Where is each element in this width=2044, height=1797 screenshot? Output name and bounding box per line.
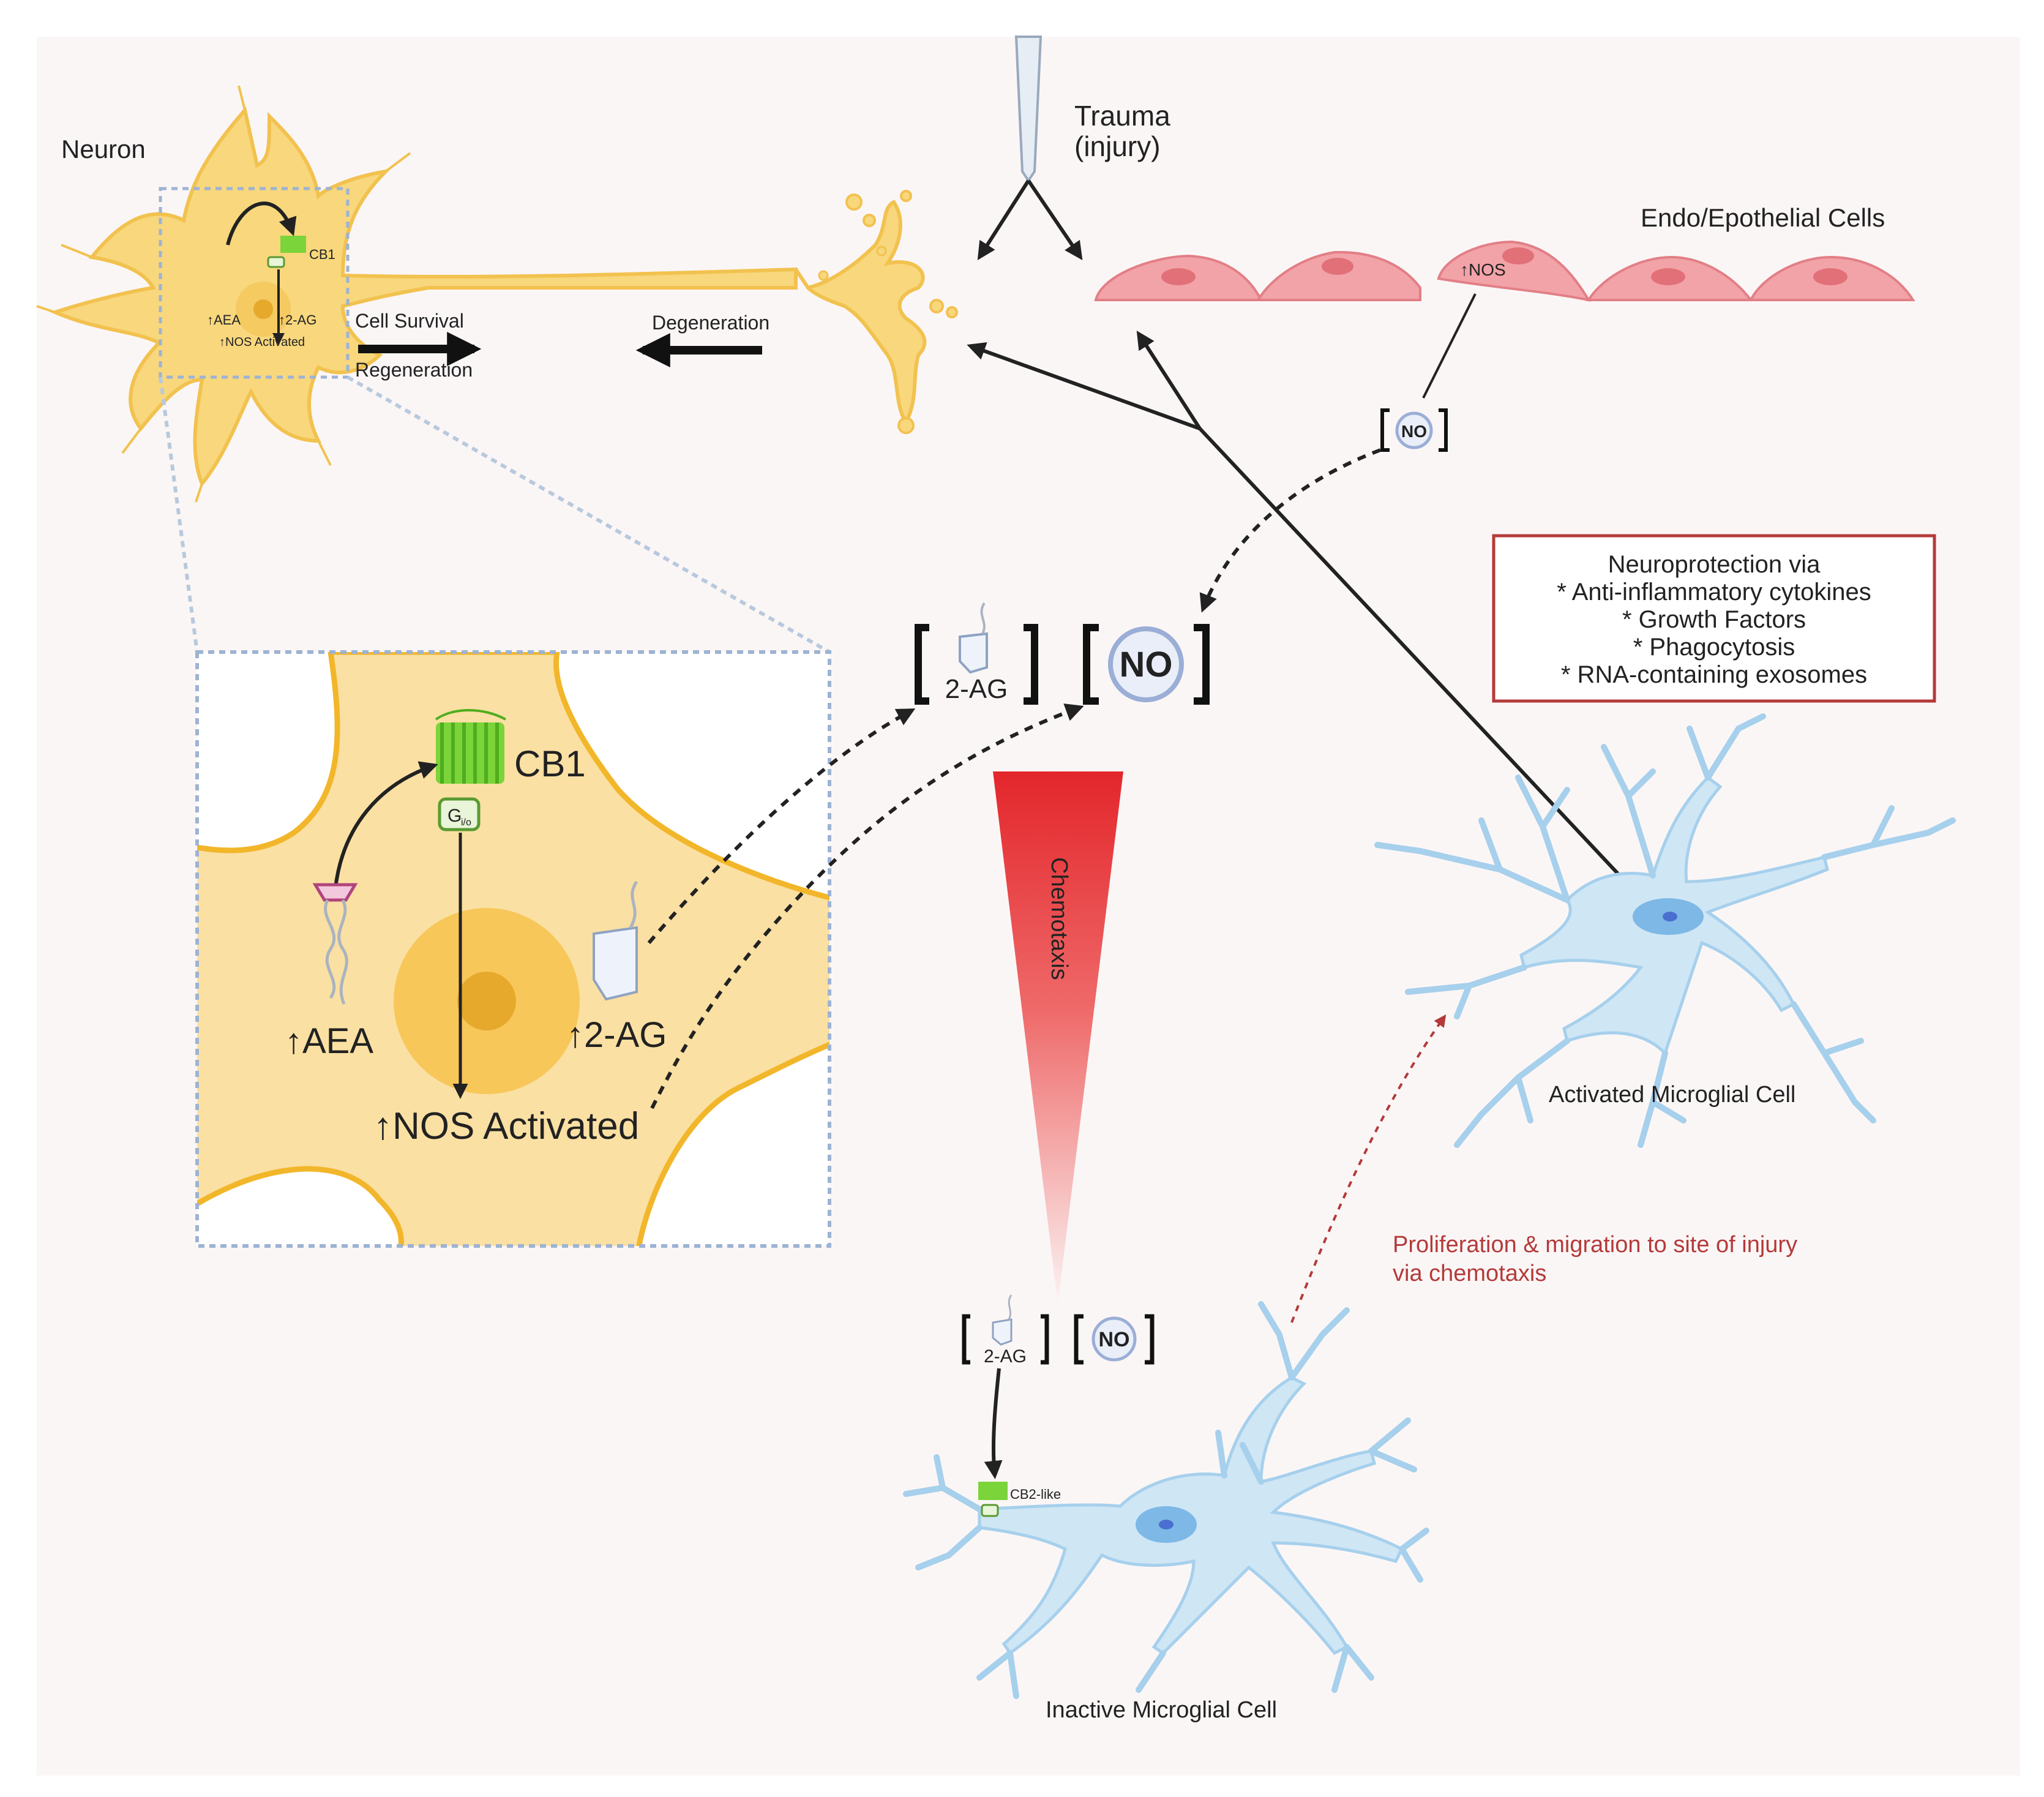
trauma-arrow-right [1027, 179, 1083, 260]
no-small-dashed-arrow [1199, 448, 1382, 613]
neuroprotection-item: * Anti-inflammatory cytokines [1557, 579, 1871, 606]
proliferation-label: Proliferation & migration to site of inj… [1393, 1232, 1797, 1258]
endothelial-cells [1094, 240, 1915, 302]
two-ag-to-cb2-arrow [984, 1368, 1003, 1479]
trauma-needle [1014, 36, 1043, 183]
degeneration-label: Degeneration [652, 312, 769, 334]
neuroprotection-box [1492, 534, 1936, 703]
inactive-microglia-label: Inactive Microglial Cell [1046, 1697, 1277, 1723]
no-small-bracket [1380, 408, 1448, 452]
chemotaxis-label: Chemotaxis [1046, 857, 1072, 980]
activated-arrow-to-endo [1136, 330, 1202, 430]
inset-small-box [159, 187, 350, 379]
no-large-bracket [1083, 624, 1210, 705]
two-ag-bottom-label: 2-AG [984, 1346, 1027, 1367]
activated-arrow-to-neuron [967, 342, 1201, 430]
cb1-receptor-big [435, 709, 506, 784]
neuron-label: Neuron [61, 135, 146, 163]
two-ag-dashed-arrow [647, 708, 916, 944]
aea-molecule [312, 883, 358, 1005]
neuroprotection-item: * Phagocytosis [1633, 634, 1795, 661]
endo-no-line [1422, 293, 1477, 399]
aea-to-cb1-arrow [334, 761, 438, 888]
trauma-label: Trauma [1074, 100, 1170, 132]
cb2-label: CB2-like [1010, 1487, 1061, 1502]
inset-small-2ag-label: ↑2-AG [279, 312, 316, 328]
inset-small-aea-label: ↑AEA [207, 312, 241, 328]
inactive-microglia [903, 1301, 1429, 1699]
inset-small-nos-label: ↑NOS Activated [219, 336, 305, 349]
neuron-cell [36, 85, 798, 503]
no-small-label: NO [1401, 422, 1427, 441]
inset-small-cb1-label: CB1 [309, 247, 335, 262]
inset-small-curve [226, 201, 297, 246]
two-ag-large-label: 2-AG [945, 674, 1008, 704]
neuroprotection-item: * Growth Factors [1622, 606, 1806, 633]
two-ag-label: ↑2-AG [566, 1015, 667, 1055]
inset-connector-left [159, 377, 199, 653]
injury-label: (injury) [1074, 130, 1161, 162]
trauma-arrow-left [977, 179, 1030, 261]
no-large-label: NO [1120, 645, 1173, 685]
degenerating-axon [794, 190, 958, 434]
proliferation-label-line2: via chemotaxis [1393, 1261, 1546, 1286]
activated-microglia-label: Activated Microglial Cell [1549, 1082, 1795, 1108]
svg-text:i/o: i/o [461, 817, 471, 828]
regeneration-label: Regeneration [355, 359, 473, 381]
no-bottom-bracket [1074, 1314, 1155, 1365]
inset-connector-right [346, 375, 831, 654]
two-ag-bottom-bracket [962, 1294, 1049, 1365]
inset-large [195, 650, 831, 1248]
gio-protein: G i/o [438, 797, 481, 831]
aea-label: ↑AEA [285, 1021, 373, 1061]
cb2-receptor [978, 1482, 1008, 1517]
neuroprotection-item: * RNA-containing exosomes [1561, 661, 1867, 688]
nos-dashed-arrow [650, 703, 1084, 1109]
cell-survival-label: Cell Survival [355, 310, 464, 332]
proliferation-arrow [1290, 1014, 1447, 1323]
endo-label: Endo/Epothelial Cells [1641, 203, 1885, 232]
two-ag-large-bracket [915, 602, 1038, 705]
neuroprotection-title: Neuroprotection via [1608, 551, 1821, 578]
nos-activated-label: ↑NOS Activated [373, 1105, 639, 1147]
activated-microglia [1374, 713, 1956, 1148]
cb1-label: CB1 [514, 743, 586, 784]
chemotaxis-gradient [993, 771, 1123, 1304]
svg-text:G: G [447, 806, 462, 826]
endo-nos-label: ↑NOS [1460, 260, 1506, 279]
no-bottom-label: NO [1099, 1328, 1130, 1351]
two-ag-molecule [593, 880, 638, 1001]
inset-small-receptor [267, 236, 306, 268]
